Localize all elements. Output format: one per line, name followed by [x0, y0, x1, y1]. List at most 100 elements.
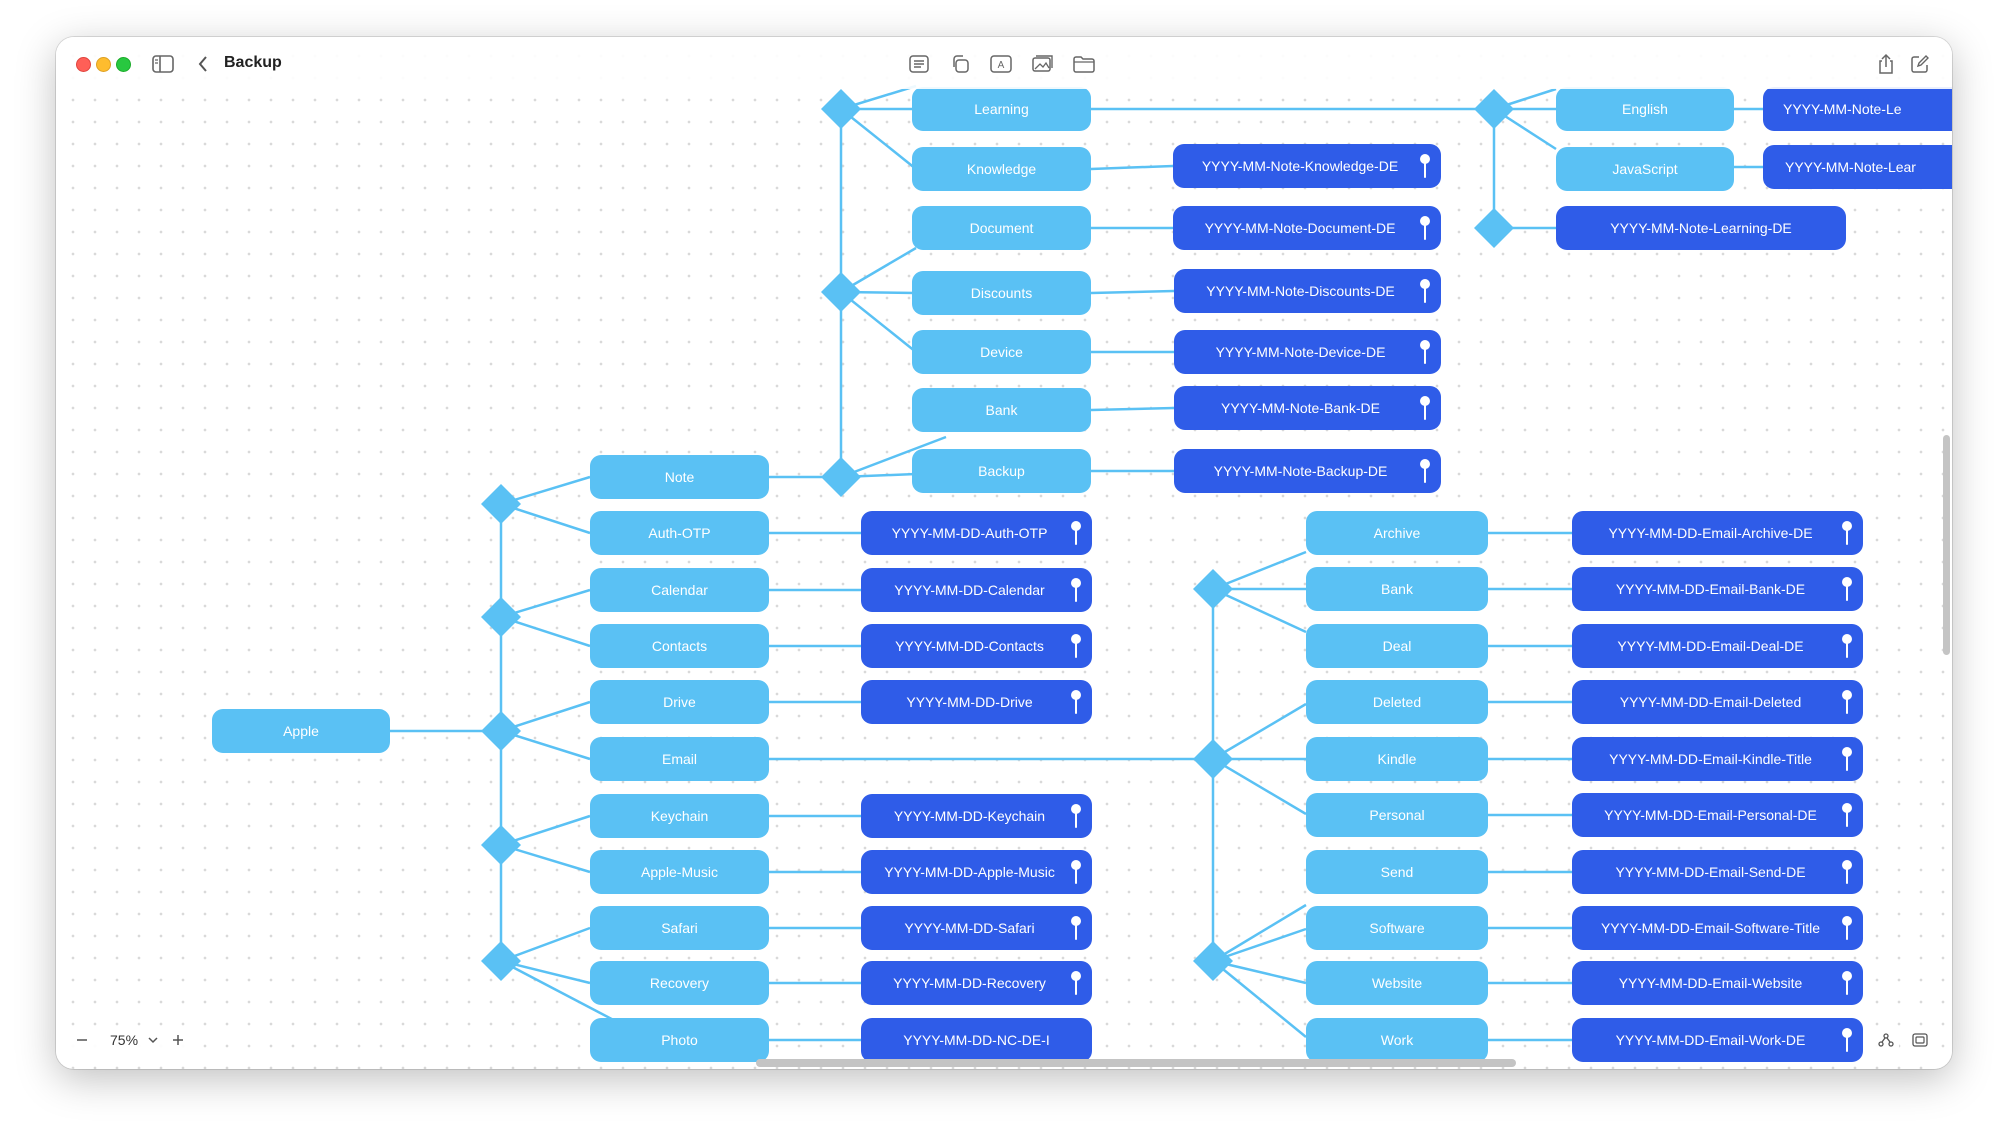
node-english[interactable]: English — [1556, 87, 1734, 131]
leaf-email-work[interactable]: YYYY-MM-DD-Email-Work-DE — [1572, 1018, 1863, 1062]
close-window-button[interactable] — [76, 57, 91, 72]
node-drive[interactable]: Drive — [590, 680, 769, 724]
leaf-discounts[interactable]: YYYY-MM-Note-Discounts-DE — [1174, 269, 1441, 313]
node-discounts[interactable]: Discounts — [912, 271, 1091, 315]
node-contacts[interactable]: Contacts — [590, 624, 769, 668]
leaf-auth-otp[interactable]: YYYY-MM-DD-Auth-OTP — [861, 511, 1092, 555]
sidebar-toggle-button[interactable] — [150, 51, 176, 77]
zoom-in-button[interactable] — [166, 1027, 190, 1053]
node-apple[interactable]: Apple — [212, 709, 390, 753]
node-email-personal[interactable]: Personal — [1306, 793, 1488, 837]
node-email-website[interactable]: Website — [1306, 961, 1488, 1005]
node-note-backup[interactable]: Backup — [912, 449, 1091, 493]
leaf-recovery[interactable]: YYYY-MM-DD-Recovery — [861, 961, 1092, 1005]
note-list-icon — [909, 55, 929, 73]
node-knowledge[interactable]: Knowledge — [912, 147, 1091, 191]
leaf-note-backup[interactable]: YYYY-MM-Note-Backup-DE — [1174, 449, 1441, 493]
back-button[interactable] — [190, 51, 216, 77]
node-email-kindle[interactable]: Kindle — [1306, 737, 1488, 781]
node-email-software[interactable]: Software — [1306, 906, 1488, 950]
text-box-button[interactable]: A — [988, 51, 1014, 77]
node-keychain[interactable]: Keychain — [590, 794, 769, 838]
node-recovery[interactable]: Recovery — [590, 961, 769, 1005]
junction-diamond — [481, 484, 521, 524]
leaf-calendar[interactable]: YYYY-MM-DD-Calendar — [861, 568, 1092, 612]
leaf-email-software[interactable]: YYYY-MM-DD-Email-Software-Title — [1572, 906, 1863, 950]
leaf-email-deleted[interactable]: YYYY-MM-DD-Email-Deleted — [1572, 680, 1863, 724]
leaf-javascript[interactable]: YYYY-MM-Note-Lear — [1763, 145, 1952, 189]
node-email-deleted[interactable]: Deleted — [1306, 680, 1488, 724]
leaf-contacts[interactable]: YYYY-MM-DD-Contacts — [861, 624, 1092, 668]
leaf-knowledge[interactable]: YYYY-MM-Note-Knowledge-DE — [1173, 144, 1441, 188]
junction-diamond — [821, 272, 861, 312]
node-photo[interactable]: Photo — [590, 1018, 769, 1062]
node-email-bank[interactable]: Bank — [1306, 567, 1488, 611]
leaf-drive[interactable]: YYYY-MM-DD-Drive — [861, 680, 1092, 724]
node-apple-music[interactable]: Apple-Music — [590, 850, 769, 894]
junction-diamond — [821, 457, 861, 497]
junction-diamond — [1474, 89, 1514, 129]
leaf-keychain[interactable]: YYYY-MM-DD-Keychain — [861, 794, 1092, 838]
node-device[interactable]: Device — [912, 330, 1091, 374]
pin-icon — [1842, 634, 1852, 658]
pin-icon — [1420, 279, 1430, 303]
junction-diamond — [1193, 569, 1233, 609]
zoom-window-button[interactable] — [116, 57, 131, 72]
leaf-email-kindle[interactable]: YYYY-MM-DD-Email-Kindle-Title — [1572, 737, 1863, 781]
leaf-device[interactable]: YYYY-MM-Note-Device-DE — [1174, 330, 1441, 374]
leaf-email-send[interactable]: YYYY-MM-DD-Email-Send-DE — [1572, 850, 1863, 894]
node-email-send[interactable]: Send — [1306, 850, 1488, 894]
plus-icon — [173, 1035, 184, 1045]
duplicate-button[interactable] — [947, 51, 973, 77]
leaf-email-archive[interactable]: YYYY-MM-DD-Email-Archive-DE — [1572, 511, 1863, 555]
junction-diamond — [481, 597, 521, 637]
pin-icon — [1071, 860, 1081, 884]
node-email[interactable]: Email — [590, 737, 769, 781]
leaf-email-bank[interactable]: YYYY-MM-DD-Email-Bank-DE — [1572, 567, 1863, 611]
node-email-work[interactable]: Work — [1306, 1018, 1488, 1062]
minimap-button[interactable] — [1907, 1027, 1933, 1053]
leaf-email-personal[interactable]: YYYY-MM-DD-Email-Personal-DE — [1572, 793, 1863, 837]
folder-icon — [1073, 56, 1095, 73]
chevron-left-icon — [198, 56, 207, 72]
svg-text:A: A — [998, 60, 1005, 71]
zoom-level-select[interactable]: 75% — [94, 1032, 166, 1048]
vertical-scrollbar[interactable] — [1943, 435, 1950, 655]
leaf-note-bank[interactable]: YYYY-MM-Note-Bank-DE — [1174, 386, 1441, 430]
node-calendar[interactable]: Calendar — [590, 568, 769, 612]
leaf-document[interactable]: YYYY-MM-Note-Document-DE — [1173, 206, 1441, 250]
leaf-safari[interactable]: YYYY-MM-DD-Safari — [861, 906, 1092, 950]
pin-icon — [1071, 521, 1081, 545]
sidebar-icon — [152, 55, 174, 73]
leaf-english[interactable]: YYYY-MM-Note-Le — [1763, 87, 1952, 131]
node-document[interactable]: Document — [912, 206, 1091, 250]
window-title: Backup — [224, 54, 282, 71]
node-learning[interactable]: Learning — [912, 87, 1091, 131]
junction-diamond — [1193, 739, 1233, 779]
mindmap-canvas[interactable]: Apple Note Auth-OTP Calendar Contacts Dr… — [56, 37, 1952, 1069]
share-button[interactable] — [1873, 51, 1899, 77]
media-button[interactable] — [1030, 51, 1056, 77]
compose-button[interactable] — [1907, 51, 1933, 77]
node-note-bank[interactable]: Bank — [912, 388, 1091, 432]
minimize-window-button[interactable] — [96, 57, 111, 72]
pin-icon — [1842, 1028, 1852, 1052]
node-note[interactable]: Note — [590, 455, 769, 499]
pin-icon — [1842, 971, 1852, 995]
leaf-email-deal[interactable]: YYYY-MM-DD-Email-Deal-DE — [1572, 624, 1863, 668]
zoom-out-button[interactable] — [70, 1027, 94, 1053]
node-javascript[interactable]: JavaScript — [1556, 147, 1734, 191]
node-email-archive[interactable]: Archive — [1306, 511, 1488, 555]
leaf-apple-music[interactable]: YYYY-MM-DD-Apple-Music — [861, 850, 1092, 894]
node-email-deal[interactable]: Deal — [1306, 624, 1488, 668]
leaf-email-website[interactable]: YYYY-MM-DD-Email-Website — [1572, 961, 1863, 1005]
note-list-button[interactable] — [906, 51, 932, 77]
node-safari[interactable]: Safari — [590, 906, 769, 950]
layout-button[interactable] — [1873, 1027, 1899, 1053]
leaf-photo[interactable]: YYYY-MM-DD-NC-DE-I — [861, 1018, 1092, 1062]
horizontal-scrollbar[interactable] — [756, 1059, 1516, 1067]
folder-button[interactable] — [1071, 51, 1097, 77]
junction-diamond — [1193, 941, 1233, 981]
node-auth-otp[interactable]: Auth-OTP — [590, 511, 769, 555]
leaf-learning[interactable]: YYYY-MM-Note-Learning-DE — [1556, 206, 1846, 250]
